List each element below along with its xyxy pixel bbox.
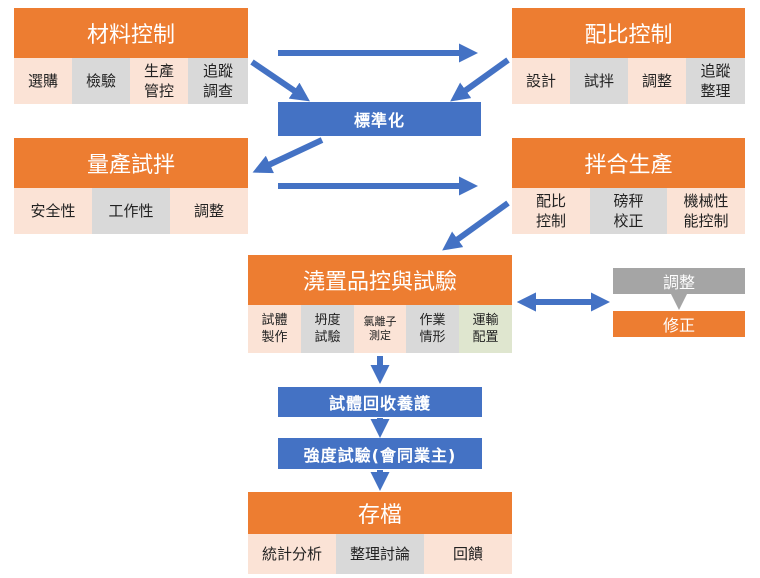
production-item-mechanical-control: 機械性 能控制 (667, 188, 745, 234)
mix-item-tracking: 追蹤 整理 (686, 58, 745, 104)
material-item-tracking: 追蹤 調查 (188, 58, 248, 104)
pour-qc-header: 澆置品控與試驗 (248, 255, 512, 305)
arrow-production-to-pour (442, 200, 510, 251)
pour-item-operation: 作業 情形 (406, 305, 459, 353)
pour-item-transport: 運輸 配置 (459, 305, 512, 353)
mix-item-design: 設計 (512, 58, 570, 104)
mix-item-trial: 試拌 (570, 58, 628, 104)
adjust-box: 調整 (613, 268, 745, 294)
correct-box: 修正 (613, 311, 745, 337)
mix-item-adjust: 調整 (628, 58, 686, 104)
archive-item-feedback: 回饋 (424, 534, 512, 574)
trial-production-header: 量產試拌 (14, 138, 248, 188)
archive-item-discussion: 整理討論 (336, 534, 424, 574)
material-item-inspect: 檢驗 (72, 58, 130, 104)
material-control-header: 材料控制 (14, 8, 248, 58)
production-item-scale-calibration: 磅秤 校正 (590, 188, 667, 234)
pour-item-specimen: 試體 製作 (248, 305, 301, 353)
specimen-curing-box: 試體回收養護 (278, 387, 482, 417)
mixing-production-header: 拌合生產 (512, 138, 745, 188)
arrow-mix-to-standardize (450, 57, 510, 102)
arrow-material-to-standardize (250, 59, 310, 102)
pour-item-chloride-test: 氯離子 測定 (354, 305, 406, 353)
trial-item-workability: 工作性 (92, 188, 170, 234)
arrow-standardize-to-trial (252, 137, 324, 174)
strength-test-box: 強度試驗(會同業主) (278, 438, 482, 469)
standardize-box: 標準化 (278, 102, 481, 136)
trial-item-safety: 安全性 (14, 188, 92, 234)
mix-control-header: 配比控制 (512, 8, 745, 58)
material-item-production-control: 生產 管控 (130, 58, 188, 104)
archive-header: 存檔 (248, 492, 512, 534)
pour-item-slump-test: 坍度 試驗 (301, 305, 354, 353)
production-item-mix-control: 配比 控制 (512, 188, 590, 234)
material-item-select: 選購 (14, 58, 72, 104)
archive-item-statistics: 統計分析 (248, 534, 336, 574)
trial-item-adjust: 調整 (170, 188, 248, 234)
